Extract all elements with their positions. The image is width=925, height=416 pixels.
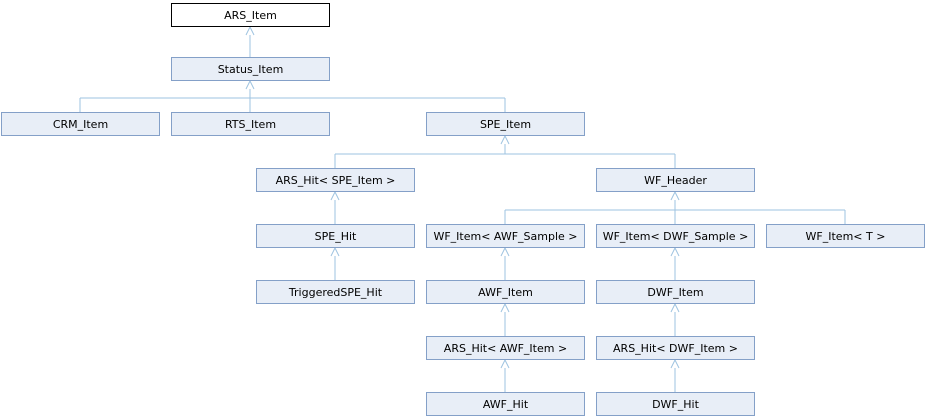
class-box <box>596 280 755 304</box>
edge-ars_hit_spe_item <box>330 190 340 224</box>
class-node-spe-hit[interactable]: SPE_Hit <box>256 224 415 248</box>
class-box <box>426 336 585 360</box>
class-label: CRM_Item <box>53 118 108 131</box>
class-label: DWF_Item <box>647 286 703 299</box>
class-box <box>596 168 755 192</box>
class-box <box>256 168 415 192</box>
edge-spe_hit <box>330 246 340 280</box>
class-node-ars-hit-dwf-item[interactable]: ARS_Hit< DWF_Item > <box>596 336 755 360</box>
edge-ars_hit_awf_item <box>500 358 510 392</box>
class-node-crm-item[interactable]: CRM_Item <box>1 112 160 136</box>
class-box <box>426 112 585 136</box>
edge-ars_hit_dwf_item <box>670 358 680 392</box>
class-node-spe-item[interactable]: SPE_Item <box>426 112 585 136</box>
class-label: TriggeredSPE_Hit <box>288 286 383 299</box>
edge-awf_item <box>500 302 510 336</box>
class-node-dwf-item[interactable]: DWF_Item <box>596 280 755 304</box>
class-node-wf-header[interactable]: WF_Header <box>596 168 755 192</box>
class-node-status-item[interactable]: Status_Item <box>171 57 330 81</box>
class-label: WF_Header <box>644 174 707 187</box>
class-node-awf-item[interactable]: AWF_Item <box>426 280 585 304</box>
class-label: ARS_Item <box>224 9 277 22</box>
class-label: SPE_Hit <box>315 230 357 243</box>
class-label: WF_Item< DWF_Sample > <box>603 230 749 243</box>
class-label: DWF_Hit <box>652 398 700 411</box>
class-label: WF_Item< AWF_Sample > <box>433 230 577 243</box>
edge-wf_header <box>504 190 846 224</box>
class-node-wf-item-t[interactable]: WF_Item< T > <box>766 224 925 248</box>
class-box <box>171 3 330 27</box>
edge-dwf_item <box>670 302 680 336</box>
class-label: ARS_Hit< SPE_Item > <box>276 174 396 187</box>
class-label: WF_Item< T > <box>806 230 886 243</box>
class-label: ARS_Hit< AWF_Item > <box>444 342 567 355</box>
edges-layer <box>79 25 846 392</box>
class-node-ars-hit-spe-item[interactable]: ARS_Hit< SPE_Item > <box>256 168 415 192</box>
class-label: AWF_Item <box>478 286 533 299</box>
class-box <box>256 280 415 304</box>
class-box <box>171 57 330 81</box>
class-box <box>426 280 585 304</box>
class-box <box>171 112 330 136</box>
class-box <box>596 224 755 248</box>
edge-wf_item_awf_sample <box>500 246 510 280</box>
edge-wf_item_dwf_sample <box>670 246 680 280</box>
class-node-awf-hit[interactable]: AWF_Hit <box>426 392 585 416</box>
class-label: Status_Item <box>218 63 284 76</box>
class-box <box>1 112 160 136</box>
class-label: RTS_Item <box>225 118 276 131</box>
class-node-triggered-spe-hit[interactable]: TriggeredSPE_Hit <box>256 280 415 304</box>
class-node-wf-item-awf-sample[interactable]: WF_Item< AWF_Sample > <box>426 224 585 248</box>
class-node-ars-hit-awf-item[interactable]: ARS_Hit< AWF_Item > <box>426 336 585 360</box>
class-box <box>256 224 415 248</box>
class-label: SPE_Item <box>480 118 531 131</box>
edge-status_item <box>79 79 506 112</box>
class-box <box>426 224 585 248</box>
class-node-ars-item[interactable]: ARS_Item <box>171 3 330 27</box>
class-box <box>596 336 755 360</box>
class-node-wf-item-dwf-sample[interactable]: WF_Item< DWF_Sample > <box>596 224 755 248</box>
edge-spe_item <box>334 134 676 168</box>
class-node-dwf-hit[interactable]: DWF_Hit <box>596 392 755 416</box>
class-label: ARS_Hit< DWF_Item > <box>613 342 738 355</box>
class-label: AWF_Hit <box>483 398 529 411</box>
edge-ars_item <box>245 25 255 57</box>
class-node-rts-item[interactable]: RTS_Item <box>171 112 330 136</box>
